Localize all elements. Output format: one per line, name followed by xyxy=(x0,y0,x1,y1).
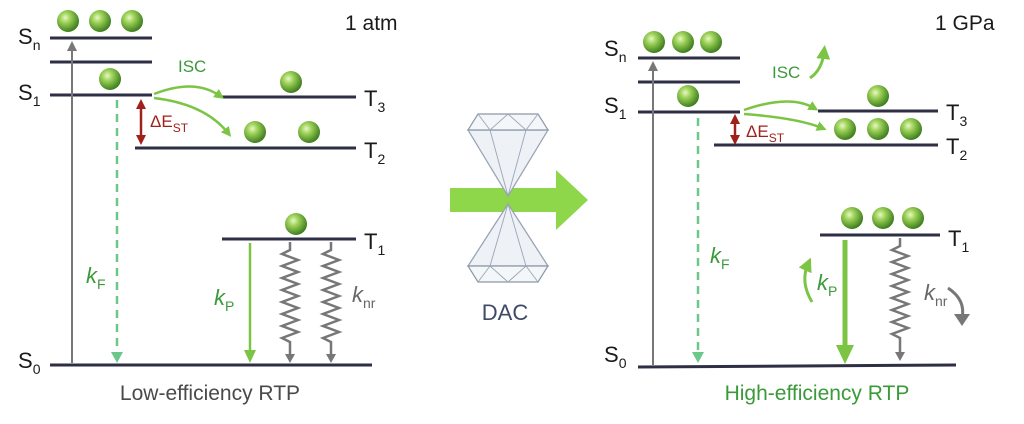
left-kp-label: kP xyxy=(214,285,234,314)
left-electrons xyxy=(57,10,320,235)
left-s0-label: S0 xyxy=(18,348,41,377)
left-knr-springs xyxy=(278,242,343,356)
right-knr-decrease-arrowhead xyxy=(954,314,970,326)
electron-ball xyxy=(672,31,694,53)
left-caption: Low-efficiency RTP xyxy=(120,382,300,405)
right-knr-decrease-arrow xyxy=(947,286,965,319)
left-knr-spring-1 xyxy=(278,242,302,356)
left-s1-label: S1 xyxy=(18,80,41,109)
electron-ball xyxy=(841,207,863,229)
right-kf-arrowhead xyxy=(692,352,704,363)
left-isc-arrow-t3 xyxy=(153,85,225,99)
right-isc-increase-arrow xyxy=(809,45,831,80)
center-dac: DAC xyxy=(450,113,588,325)
electron-ball xyxy=(677,85,699,107)
right-t3-label: T3 xyxy=(946,100,967,129)
right-s0-line xyxy=(637,363,957,369)
electron-ball xyxy=(902,207,924,229)
left-t3-label: T3 xyxy=(364,86,385,115)
electron-ball xyxy=(834,118,856,140)
diamond-anvil-top-icon xyxy=(466,113,550,198)
left-knr-spring-2 xyxy=(319,242,343,356)
pressure-arrow xyxy=(450,170,588,230)
electron-ball xyxy=(89,10,111,32)
right-caption: High-efficiency RTP xyxy=(725,382,910,405)
right-kf-label: kF xyxy=(710,243,730,272)
electron-ball xyxy=(57,10,79,32)
right-kp-label: kP xyxy=(817,270,837,299)
electron-ball xyxy=(900,118,922,140)
left-panel: Sn S1 S0 T3 T2 T1 1 atm ISC ΔEST kF kP k… xyxy=(18,10,398,405)
right-knr-label: knr xyxy=(924,280,948,309)
left-knr-arrowhead-1 xyxy=(285,354,295,363)
right-t1-label: T1 xyxy=(948,226,969,255)
electron-ball xyxy=(298,121,320,143)
left-knr-arrowhead-2 xyxy=(326,354,336,363)
electron-ball xyxy=(285,213,307,235)
diamond-anvil-bottom-icon xyxy=(466,202,550,283)
right-t2-label: T2 xyxy=(946,134,967,163)
electron-ball xyxy=(872,207,894,229)
right-kp-arrowhead xyxy=(836,345,854,364)
left-dest-label: ΔEST xyxy=(150,112,189,135)
left-isc-label: ISC xyxy=(178,57,206,76)
left-t1-label: T1 xyxy=(364,229,385,258)
left-t2-label: T2 xyxy=(364,138,385,167)
right-s1-label: S1 xyxy=(604,93,627,122)
right-condition-label: 1 GPa xyxy=(935,12,995,35)
electron-ball xyxy=(867,118,889,140)
right-s0-label: S0 xyxy=(604,342,627,371)
electron-ball xyxy=(121,10,143,32)
left-knr-label: knr xyxy=(352,282,376,311)
electron-ball xyxy=(700,31,722,53)
electron-ball xyxy=(643,31,665,53)
right-knr-arrowhead xyxy=(895,352,905,361)
electron-ball xyxy=(99,68,121,90)
right-knr-spring xyxy=(888,238,912,352)
left-kf-arrowhead xyxy=(111,352,123,363)
right-kp-increase-arrow xyxy=(798,257,814,303)
electron-ball xyxy=(280,71,302,93)
right-sn-label: Sn xyxy=(604,36,626,65)
right-isc-arrow-t2 xyxy=(743,112,827,131)
left-kf-label: kF xyxy=(86,263,106,292)
right-dest-label: ΔEST xyxy=(746,122,785,145)
electron-ball xyxy=(244,121,266,143)
right-electrons xyxy=(643,31,924,229)
left-condition-label: 1 atm xyxy=(345,12,398,35)
dac-label: DAC xyxy=(482,300,529,325)
right-isc-label: ISC xyxy=(772,63,800,82)
electron-ball xyxy=(867,85,889,107)
right-panel: Sn S1 S0 T3 T2 T1 1 GPa ISC ΔEST kF kP k… xyxy=(604,12,995,405)
right-isc-arrow-t3 xyxy=(743,100,819,112)
left-isc-arrow-t2 xyxy=(153,96,232,137)
left-level-lines xyxy=(50,36,372,367)
right-level-lines xyxy=(637,56,957,369)
left-sn-label: Sn xyxy=(18,24,40,53)
left-kp-arrowhead xyxy=(244,350,256,363)
